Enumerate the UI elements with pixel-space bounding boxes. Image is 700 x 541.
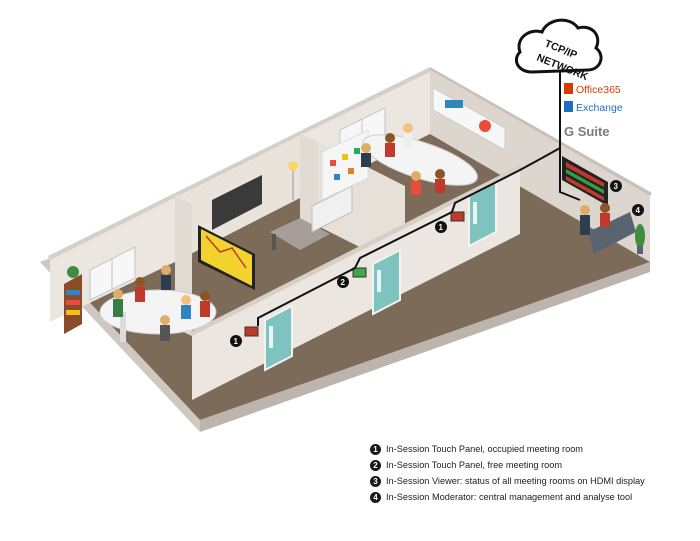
legend-number: 1 — [370, 443, 381, 455]
window-left — [89, 246, 136, 301]
marker-1a: 1 — [230, 335, 242, 347]
people-left-room — [113, 265, 210, 341]
network-cable-viewer — [559, 148, 581, 201]
svg-text:4: 4 — [636, 206, 641, 215]
touch-panel-occupied-2 — [450, 211, 465, 222]
cabinet — [311, 185, 353, 233]
legend-text: In-Session Viewer: status of all meeting… — [386, 476, 645, 486]
people-right-room — [361, 123, 445, 195]
legend-item-1: 1 In-Session Touch Panel, occupied meeti… — [370, 441, 690, 457]
pinboard — [321, 129, 369, 201]
exchange-logo: Exchange — [564, 101, 623, 114]
network-cloud: TCP/IP NETWORK — [515, 18, 603, 83]
svg-text:2: 2 — [341, 278, 346, 287]
back-wall-top-middle — [175, 131, 303, 196]
presentation-screen-yellow — [198, 225, 255, 290]
whiteboard-charts — [432, 87, 506, 151]
status-viewer-display — [562, 156, 608, 206]
office365-label: Office365 — [576, 84, 621, 96]
marker-3: 3 — [610, 180, 622, 192]
legend-item-3: 3 In-Session Viewer: status of all meeti… — [370, 473, 690, 489]
door-1 — [264, 304, 293, 372]
legend-number: 3 — [370, 475, 381, 487]
marker-2: 2 — [337, 276, 349, 288]
back-wall-top-right — [300, 67, 434, 134]
svg-text:3: 3 — [614, 182, 619, 191]
floor-slab-edge-right — [200, 262, 650, 432]
floor-lamp — [288, 161, 298, 200]
corridor-wall-top — [190, 165, 524, 336]
legend-item-4: 4 In-Session Moderator: central manageme… — [370, 489, 690, 505]
legend: 1 In-Session Touch Panel, occupied meeti… — [370, 441, 690, 505]
legend-text: In-Session Touch Panel, occupied meeting… — [386, 444, 583, 454]
legend-number: 4 — [370, 491, 381, 503]
marker-4: 4 — [632, 204, 644, 216]
right-wall-top — [430, 67, 652, 196]
plant — [635, 224, 645, 254]
marker-1b: 1 — [435, 221, 447, 233]
svg-text:1: 1 — [439, 223, 444, 232]
back-wall-top-left — [48, 193, 178, 260]
svg-text:1: 1 — [234, 337, 239, 346]
gsuite-label: G Suite — [564, 124, 610, 139]
legend-number: 2 — [370, 459, 381, 471]
bookshelf — [64, 266, 82, 334]
legend-text: In-Session Touch Panel, free meeting roo… — [386, 460, 563, 470]
wall-tv — [212, 175, 262, 230]
legend-item-2: 2 In-Session Touch Panel, free meeting r… — [370, 457, 690, 473]
legend-text: In-Session Moderator: central management… — [386, 492, 633, 502]
reception-desk — [580, 203, 636, 254]
network-cable — [257, 70, 561, 326]
office365-logo: Office365 — [564, 83, 621, 96]
gsuite-logo: G Suite — [564, 124, 610, 139]
door-2 — [372, 248, 401, 316]
exchange-label: Exchange — [576, 102, 623, 114]
touch-panel-free — [352, 267, 367, 278]
touch-panel-occupied-1 — [244, 326, 259, 337]
